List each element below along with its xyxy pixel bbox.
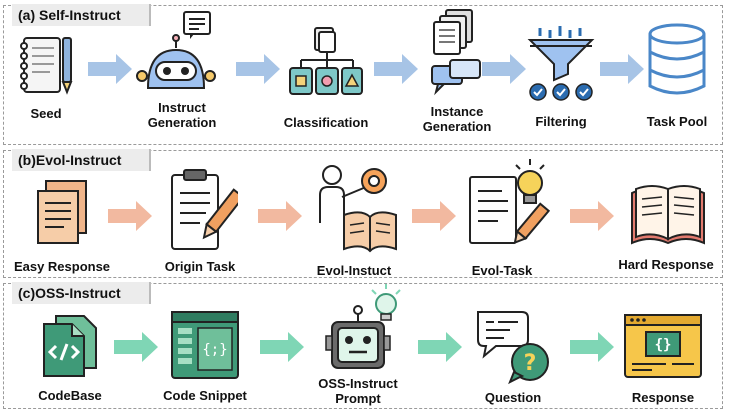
hierarchy-icon <box>287 24 363 98</box>
step-label-c3: Question <box>484 390 542 405</box>
flow-arrow-c2 <box>260 332 304 362</box>
panel-evol-instruct: (b)Evol-Instruct Easy Response Origin <box>3 149 723 278</box>
step-label-b0: Easy Response <box>13 259 111 274</box>
flow-arrow-a4 <box>482 54 526 84</box>
flow-arrow-b2 <box>258 201 302 231</box>
panel-title-b: (b)Evol-Instruct <box>12 149 152 171</box>
code-files-icon <box>38 312 102 380</box>
clipboard-pen-icon <box>166 167 238 255</box>
panel-title-a: (a) Self-Instruct <box>12 4 151 26</box>
step-label-c1: Code Snippet <box>163 388 247 403</box>
robot-chat-icon <box>134 8 220 98</box>
panel-self-instruct: (a) Self-Instruct Seed <box>3 4 723 145</box>
flow-arrow-b1 <box>108 201 152 231</box>
panel-title-c: (c)OSS-Instruct <box>12 282 151 304</box>
question-chat-icon: ? <box>474 306 554 386</box>
svg-text:?: ? <box>524 351 537 376</box>
step-label-a0: Seed <box>30 106 62 121</box>
flow-arrow-c3 <box>418 332 462 362</box>
document-idea-icon <box>462 157 554 253</box>
flow-arrow-a3 <box>374 54 418 84</box>
step-label-a1: Instruct Generation <box>147 100 217 130</box>
svg-text:{;}: {;} <box>202 342 227 358</box>
funnel-filter-icon <box>526 26 596 102</box>
robot-idea-icon <box>324 284 410 374</box>
database-icon <box>644 20 710 100</box>
teacher-book-icon <box>314 163 398 255</box>
step-label-a2: Classification <box>283 115 369 130</box>
code-window-icon: {;} <box>168 308 242 382</box>
step-label-a3: Instance Generation <box>422 104 492 134</box>
flow-arrow-b3 <box>412 201 456 231</box>
stacked-papers-icon <box>28 177 92 255</box>
step-label-b4: Hard Response <box>618 257 714 272</box>
flow-arrow-a1 <box>88 54 132 84</box>
step-label-b2: Evol-Instuct <box>316 263 392 278</box>
step-label-c2: OSS-Instruct Prompt <box>318 376 398 406</box>
documents-chat-icon <box>424 8 490 98</box>
flow-arrow-a5 <box>600 54 644 84</box>
flow-arrow-a2 <box>236 54 280 84</box>
step-label-b1: Origin Task <box>164 259 236 274</box>
svg-text:{}: {} <box>655 337 672 353</box>
step-label-c0: CodeBase <box>38 388 102 403</box>
flow-arrow-c4 <box>570 332 614 362</box>
step-label-b3: Evol-Task <box>471 263 533 278</box>
step-label-a5: Task Pool <box>646 114 708 129</box>
step-label-a4: Filtering <box>535 114 587 129</box>
flow-arrow-b4 <box>570 201 614 231</box>
step-label-c4: Response <box>631 390 695 405</box>
open-book-icon <box>628 181 708 251</box>
code-browser-icon: {} <box>622 312 704 380</box>
panel-oss-instruct: (c)OSS-Instruct CodeBase {;} Code Snippe… <box>3 282 723 409</box>
flow-arrow-c1 <box>114 332 158 362</box>
notebook-pen-icon <box>16 34 76 96</box>
